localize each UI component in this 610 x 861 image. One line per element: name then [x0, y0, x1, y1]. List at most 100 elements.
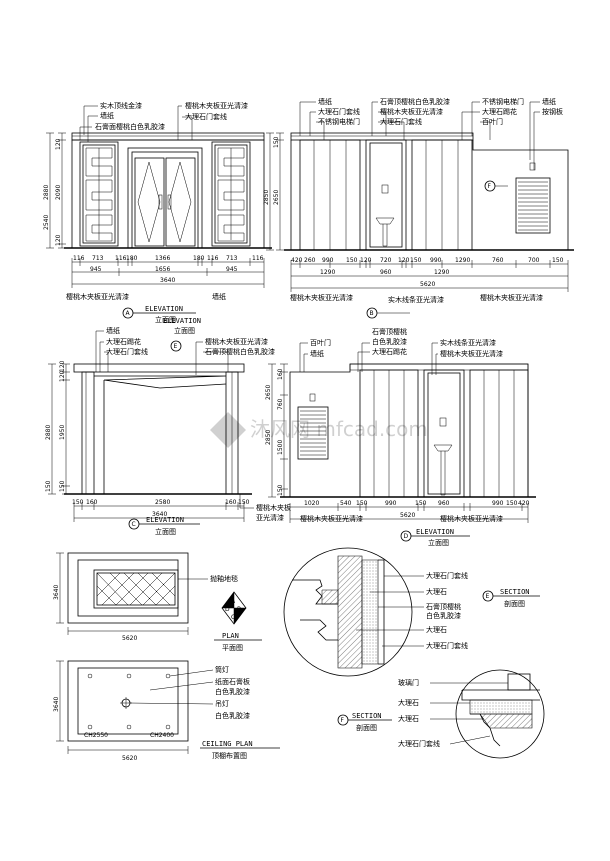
dim-a-h4: 2540 [43, 215, 50, 230]
ceiling-label-3: 吊灯 [215, 699, 229, 708]
dim-b-w9: 1290 [455, 257, 470, 264]
title-d-cn: 立面图 [428, 538, 449, 547]
marker-a: A [126, 310, 131, 317]
dim-d-w3: 990 [385, 500, 397, 507]
label-c-4: 石膏顶樱桃白色乳胶漆 [205, 347, 275, 356]
dim-a-w5: 180 [193, 255, 205, 262]
label-b-8: 百叶门 [482, 117, 503, 126]
compass-b: B [237, 606, 241, 613]
label-c-1: 大理石踢花 [106, 337, 141, 346]
ceiling-label-2: 白色乳胶漆 [215, 687, 250, 696]
section-f-detail: 玻璃门 大理石 大理石 大理石门套线 F SECTION 剖面图 [337, 669, 545, 759]
label-d-bottom-0: 樱桃木夹板亚光清漆 [300, 514, 363, 523]
section-e-label-0: 大理石门套线 [426, 571, 468, 580]
dim-d-h1: 760 [277, 398, 284, 410]
dim-d-w5: 960 [438, 500, 450, 507]
dim-a-h0: 120 [55, 138, 62, 150]
dim-b-s2: 1290 [434, 269, 449, 276]
title-c-en: ELEVATION [146, 516, 184, 524]
label-c-3: 樱桃木夹板亚光清漆 [205, 337, 268, 346]
section-f-label-3: 大理石门套线 [398, 739, 440, 748]
label-a-1: 墙纸 [100, 111, 114, 120]
marker-c: C [132, 521, 136, 528]
label-b-bottom-0: 樱桃木夹板亚光清漆 [290, 293, 353, 302]
dim-c-h5: 150 [45, 480, 52, 492]
label-b-0: 墙纸 [318, 97, 332, 106]
label-b-10: 按钢板 [542, 107, 563, 116]
dim-a-h3: 120 [55, 234, 62, 246]
dim-d-h2: 1500 [277, 440, 284, 455]
dim-b-w1: 260 [304, 257, 316, 264]
dim-c-h2: 1950 [59, 425, 66, 440]
dim-b-w7: 150 [410, 257, 422, 264]
dim-a-w2: 116 [115, 255, 127, 262]
ceiling-label-4: 白色乳胶漆 [215, 711, 250, 720]
plan-title-cn: 平面图 [222, 644, 243, 652]
ceiling-plan: 筒灯 纸面石膏板 白色乳胶漆 吊灯 白色乳胶漆 CH2550 CH2400 36… [53, 660, 280, 762]
dim-a-w8: 116 [252, 255, 264, 262]
dim-c-w0: 150 [72, 499, 84, 506]
label-d-1: 墙纸 [310, 349, 324, 358]
marker-d: D [404, 533, 409, 540]
plan-dim-1: 5620 [122, 635, 137, 642]
compass-a: A [231, 598, 236, 605]
label-b-5: 大理石门套线 [380, 117, 422, 126]
label-c-bottom-0: 樱桃木夹板 [256, 503, 291, 512]
dim-d-total: 5620 [400, 512, 415, 519]
title-a-cn: 立面图 [155, 315, 176, 324]
dim-d-w7: 150 [506, 500, 518, 507]
dim-a-s2: 945 [226, 266, 238, 273]
dim-b-h0: 150 [273, 136, 280, 148]
plan-title-en: PLAN [222, 632, 239, 640]
ceiling-dim-1: 5620 [122, 755, 137, 762]
label-b-4: 樱桃木夹板亚光清漆 [380, 107, 443, 116]
section-f-label-0: 玻璃门 [398, 678, 419, 687]
label-c-2: 大理石门套线 [106, 347, 148, 356]
section-e-label-4: 大理石 [426, 625, 447, 634]
label-c-0: 墙纸 [106, 326, 120, 335]
dim-b-w12: 150 [552, 257, 564, 264]
dim-b-w0: 420 [291, 257, 303, 264]
dim-c-w2: 2580 [155, 499, 170, 506]
elevation-c: ELEVATION 立面图 墙纸 大理石踢花 大理石门套线 樱桃木夹板亚光清漆 … [45, 317, 291, 536]
watermark: 沐风网 mfcad.com [210, 412, 428, 448]
label-b-7: 大理石踢花 [482, 107, 517, 116]
dim-d-w2: 150 [356, 500, 368, 507]
label-b-bottom-2: 樱桃木夹板亚光清漆 [480, 293, 543, 302]
label-a-bottom-0: 樱桃木夹板亚光清漆 [66, 292, 129, 301]
dim-a-w1: 713 [92, 255, 104, 262]
label-c-bottom-1: 亚光清漆 [256, 513, 284, 522]
label-d-bottom-1: 樱桃木夹板亚光清漆 [440, 514, 503, 523]
dim-d-h4: 150 [277, 484, 284, 496]
elevation-d: 百叶门 墙纸 石膏顶樱桃 白色乳胶漆 大理石踢花 实木线条亚光清漆 樱桃木夹板亚… [265, 327, 536, 547]
dim-a-w3: 180 [126, 255, 138, 262]
watermark-text: 沐风网 mfcad.com [250, 417, 428, 441]
plan-view: 抛釉地毯 3640 5620 A B C D PLAN 平面图 [53, 552, 262, 652]
section-e-title-en: SECTION [500, 588, 530, 596]
section-e-title-cn: 剖面图 [504, 599, 525, 608]
dim-d-w1: 540 [340, 500, 352, 507]
dim-d-w4: 150 [415, 500, 427, 507]
dim-b-w6: 120 [398, 257, 410, 264]
ceiling-dim-0: 3640 [53, 697, 60, 712]
dim-b-total: 5620 [420, 281, 435, 288]
dim-c-h4: 150 [59, 480, 66, 492]
dim-b-w5: 720 [380, 257, 392, 264]
ceiling-ch-1: CH2400 [150, 732, 174, 739]
label-d-0: 百叶门 [310, 338, 331, 347]
dim-b-w3: 150 [346, 257, 358, 264]
label-b-9: 墙纸 [542, 97, 556, 106]
dim-a-s0: 945 [90, 266, 102, 273]
ceiling-label-1: 纸面石膏板 [215, 677, 250, 686]
section-e-label-2: 石膏顶樱桃 [426, 602, 461, 611]
dim-c-h1: 120 [59, 370, 66, 382]
label-a-bottom-1: 墙纸 [212, 292, 226, 301]
dim-b-w8: 990 [430, 257, 442, 264]
dim-d-h0: 160 [277, 368, 284, 380]
label-b-1: 大理石门套线 [318, 107, 360, 116]
dim-b-h2: 2650 [273, 190, 280, 205]
label-a-2: 石膏面樱桃白色乳胶漆 [95, 122, 165, 131]
callout-b-f: F [488, 183, 492, 190]
marker-b: B [370, 310, 374, 317]
